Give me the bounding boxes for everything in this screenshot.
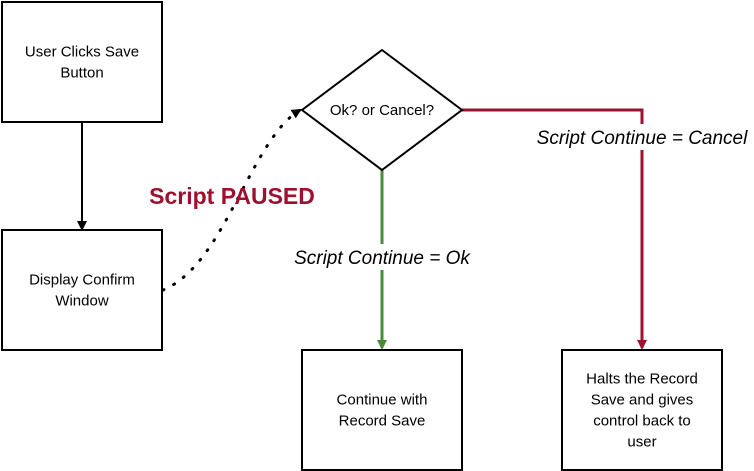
node-text-line: Display Confirm (29, 272, 135, 289)
node-text-line: control back to (593, 413, 691, 430)
node-decision-text: Ok? or Cancel? (330, 102, 434, 119)
node-continue-save (301, 349, 463, 471)
label-script-paused: Script PAUSED (149, 183, 315, 209)
node-text-line: Ok? or Cancel? (330, 102, 434, 119)
node-text-line: Halts the Record (586, 371, 698, 388)
edge-cancel-branch (462, 108, 647, 350)
node-text-line: Button (60, 65, 103, 82)
node-text-line: user (627, 434, 656, 451)
label-cancel-bg (528, 124, 753, 150)
node-text-line: Save and gives (591, 392, 694, 409)
label-ok-bg (276, 244, 488, 270)
node-decision (300, 48, 464, 172)
node-display-confirm (1, 229, 163, 351)
node-halts-save (561, 349, 723, 471)
node-text-line: Record Save (339, 413, 426, 430)
node-text-line: User Clicks Save (25, 44, 139, 61)
node-text-line: Continue with (337, 392, 428, 409)
node-text-line: Window (55, 293, 109, 310)
label-script-continue-ok: Script Continue = Ok (294, 248, 471, 269)
node-user-clicks-save (1, 1, 163, 123)
edge-confirm-to-decision-dotted (161, 108, 302, 292)
label-script-continue-cancel: Script Continue = Cancel (537, 128, 748, 149)
